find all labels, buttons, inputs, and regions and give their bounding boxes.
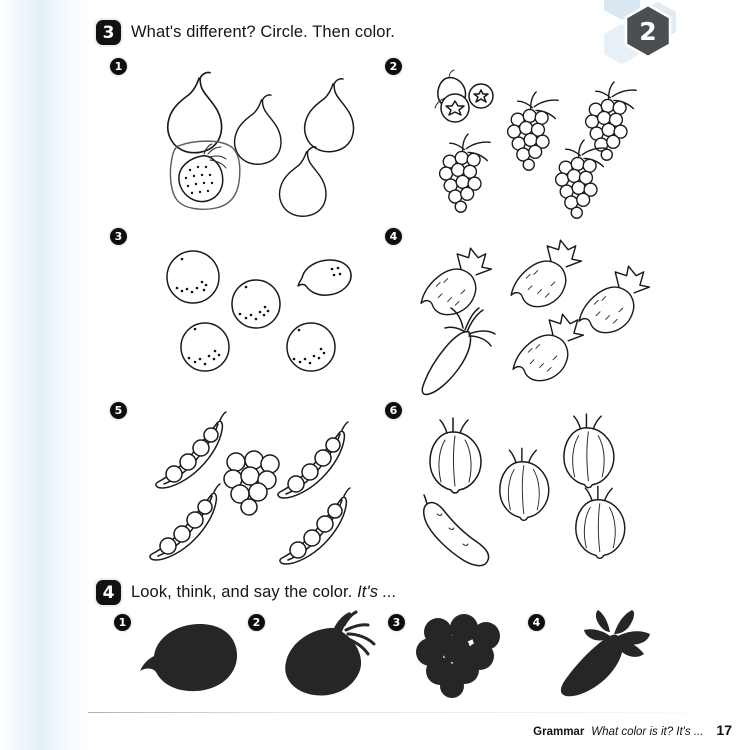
exercise-2[interactable]: 2 xyxy=(385,58,650,219)
unit-number: 2 xyxy=(639,16,657,46)
odd-one-out-carrot xyxy=(421,307,496,396)
exercise-1[interactable]: 1 xyxy=(110,58,375,217)
exercise-5[interactable]: 5 xyxy=(110,402,375,565)
exercise-6-badge: 6 xyxy=(385,402,402,419)
silhouette-grapes xyxy=(416,614,500,698)
exercise-5-artwork xyxy=(149,411,351,565)
footer-label: Grammar xyxy=(533,726,585,738)
page-number: 17 xyxy=(716,722,732,738)
odd-one-out-lemon xyxy=(297,259,352,296)
silhouette-4-badge: 4 xyxy=(528,614,545,631)
section-3-badge: 3 xyxy=(96,20,121,45)
odd-one-out-cucumber xyxy=(423,494,490,567)
section-4-instruction-italic: It's ... xyxy=(357,583,397,601)
footer-sentence: What color is it? It's ... xyxy=(591,726,704,738)
silhouette-lemon xyxy=(140,624,238,692)
section-4-header: 4 Look, think, and say the color. It's .… xyxy=(96,580,397,605)
exercise-3-artwork xyxy=(166,250,352,372)
silhouette-1-badge: 1 xyxy=(114,614,131,631)
silhouette-2[interactable]: 2 xyxy=(248,610,393,699)
section-4-instruction-text: Look, think, and say the color. xyxy=(131,583,353,601)
silhouette-3-badge: 3 xyxy=(388,614,405,631)
exercise-4[interactable]: 4 xyxy=(385,228,651,396)
section-3-instruction: What's different? Circle. Then color. xyxy=(131,23,395,41)
exercise-2-badge: 2 xyxy=(385,58,402,75)
exercise-3[interactable]: 3 xyxy=(110,228,375,383)
exercise-1-artwork xyxy=(166,71,355,217)
exercise-4-artwork xyxy=(420,239,651,396)
odd-one-out-strawberry xyxy=(169,140,241,210)
silhouette-strawberry xyxy=(285,610,376,696)
section-3-header: 3 What's different? Circle. Then color. xyxy=(96,20,395,45)
silhouette-1[interactable]: 1 xyxy=(114,614,254,699)
exercise-1-badge: 1 xyxy=(110,58,127,75)
silhouette-3[interactable]: 3 xyxy=(388,614,528,699)
exercise-6-artwork xyxy=(423,413,626,567)
odd-one-out-grapes xyxy=(223,450,280,516)
exercise-6[interactable]: 6 xyxy=(385,402,650,567)
section-4-instruction: Look, think, and say the color. It's ... xyxy=(131,583,397,602)
exercise-5-badge: 5 xyxy=(110,402,127,419)
silhouette-4[interactable]: 4 xyxy=(528,610,668,699)
section-4-badge: 4 xyxy=(96,580,121,605)
footer-divider xyxy=(88,712,750,713)
exercise-2-artwork xyxy=(434,69,637,219)
unit-number-badge: 2 xyxy=(624,3,672,59)
exercise-3-badge: 3 xyxy=(110,228,127,245)
silhouette-2-badge: 2 xyxy=(248,614,265,631)
page-footer: Grammar What color is it? It's ... 17 xyxy=(533,722,732,738)
silhouette-carrot xyxy=(560,610,650,697)
exercise-4-badge: 4 xyxy=(385,228,402,245)
odd-one-out-blueberries xyxy=(434,69,494,123)
